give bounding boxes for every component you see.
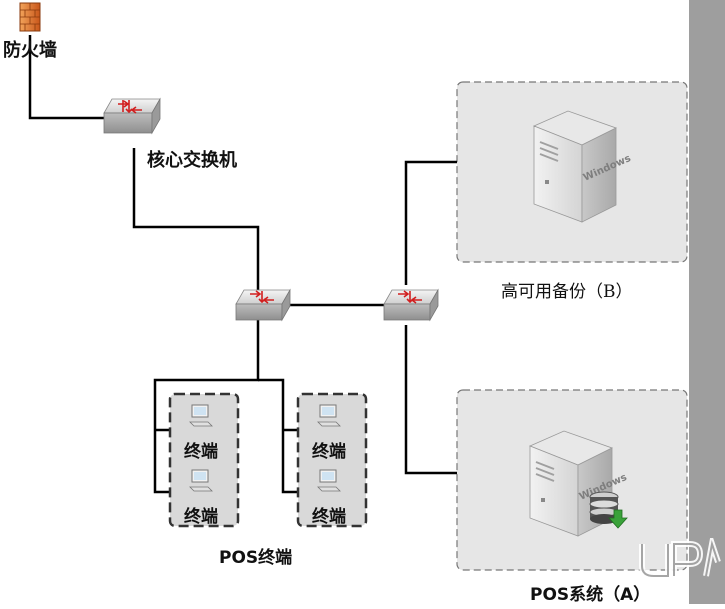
- firewall-label: 防火墙: [3, 40, 57, 61]
- terminal-label: 终端: [184, 507, 218, 527]
- terminal-label: 终端: [312, 442, 346, 462]
- database-icon: [589, 491, 628, 529]
- firewall-icon: [19, 2, 41, 32]
- pos-system-label: POS系统（A）: [530, 585, 651, 605]
- watermark-logo: [639, 538, 721, 579]
- computer-icon: [317, 404, 341, 427]
- server-switch-icon: [383, 288, 439, 322]
- computer-icon: [189, 469, 213, 492]
- terminal-label: 终端: [184, 442, 218, 462]
- computer-icon: [189, 404, 213, 427]
- backup-server-icon: Windows: [532, 110, 633, 223]
- computer-icon: [317, 469, 341, 492]
- core-switch-icon: [103, 97, 161, 135]
- terminal-group-right: [296, 392, 368, 528]
- access-switch-icon: [235, 288, 291, 322]
- network-links: [28, 35, 457, 494]
- terminal-group-left: [168, 392, 240, 528]
- terminal-label: 终端: [312, 507, 346, 527]
- backup-label: 高可用备份（B）: [501, 282, 633, 302]
- pos-terminals-label: POS终端: [219, 548, 293, 568]
- core-switch-label: 核心交换机: [147, 150, 237, 171]
- right-edge-bar: [689, 0, 725, 604]
